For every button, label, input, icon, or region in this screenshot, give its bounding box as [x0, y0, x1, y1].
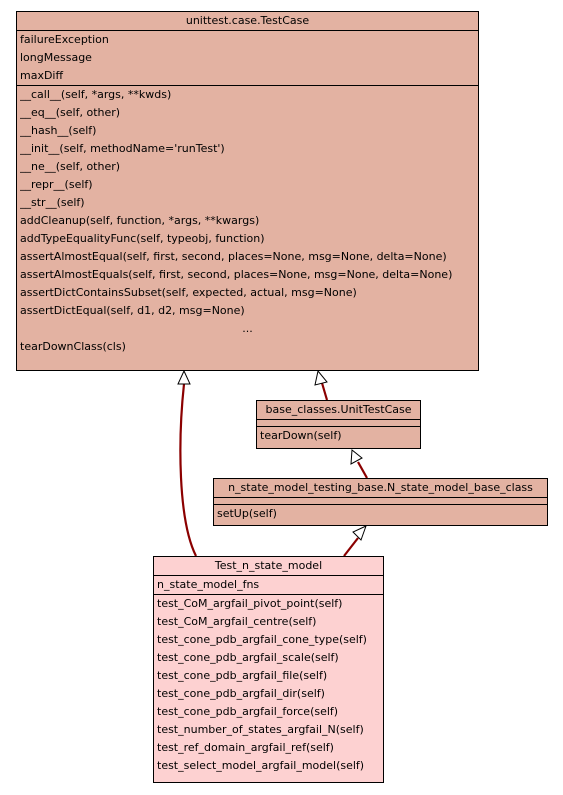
method: test_cone_pdb_argfail_scale(self): [157, 651, 339, 664]
method: addCleanup(self, function, *args, **kwar…: [20, 214, 260, 227]
class-unittestcase-attributes: [257, 420, 420, 427]
method: setUp(self): [217, 507, 277, 520]
method: test_ref_domain_argfail_ref(self): [157, 741, 334, 754]
method: __ne__(self, other): [20, 160, 121, 173]
class-test-n-state-model-methods: test_CoM_argfail_pivot_point(self) test_…: [154, 595, 383, 775]
method: test_cone_pdb_argfail_dir(self): [157, 687, 325, 700]
method: __eq__(self, other): [20, 106, 121, 119]
attribute: failureException: [20, 33, 109, 46]
class-testcase-methods: __call__(self, *args, **kwds) __eq__(sel…: [17, 86, 478, 356]
class-test-n-state-model-attributes: n_state_model_fns: [154, 576, 383, 595]
method: addTypeEqualityFunc(self, typeobj, funct…: [20, 232, 265, 245]
class-nstatebase-title: n_state_model_testing_base.N_state_model…: [214, 479, 547, 498]
class-nstatebase-methods: setUp(self): [214, 505, 547, 523]
class-unittestcase-title: base_classes.UnitTestCase: [257, 401, 420, 420]
method: assertAlmostEquals(self, first, second, …: [20, 268, 453, 281]
edge-nstatebase-to-unittestcase-arrowhead: [350, 449, 363, 465]
method: assertAlmostEqual(self, first, second, p…: [20, 250, 447, 263]
method: __call__(self, *args, **kwds): [20, 88, 172, 101]
class-test-n-state-model-title: Test_n_state_model: [154, 557, 383, 576]
method: test_select_model_argfail_model(self): [157, 759, 365, 772]
edge-test-to-testcase-arrowhead: [177, 369, 191, 385]
method: test_CoM_argfail_centre(self): [157, 615, 317, 628]
method: test_number_of_states_argfail_N(self): [157, 723, 364, 736]
method: test_cone_pdb_argfail_force(self): [157, 705, 339, 718]
class-nstatebase-attributes: [214, 498, 547, 505]
class-testcase-title: unittest.case.TestCase: [17, 12, 478, 31]
method: __repr__(self): [20, 178, 93, 191]
class-testcase-attributes: failureException longMessage maxDiff: [17, 31, 478, 86]
class-testcase[interactable]: unittest.case.TestCase failureException …: [16, 11, 479, 371]
method: test_cone_pdb_argfail_cone_type(self): [157, 633, 367, 646]
method: assertDictEqual(self, d1, d2, msg=None): [20, 304, 245, 317]
attribute: maxDiff: [20, 69, 64, 82]
method: assertDictContainsSubset(self, expected,…: [20, 286, 357, 299]
edge-test-to-nstatebase-arrowhead: [352, 525, 367, 541]
method: test_CoM_argfail_pivot_point(self): [157, 597, 343, 610]
edge-nstatebase-to-unittestcase: [357, 461, 368, 479]
attribute: n_state_model_fns: [157, 578, 260, 591]
edge-test-to-testcase: [179, 383, 197, 557]
attribute: longMessage: [20, 51, 92, 64]
class-test-n-state-model[interactable]: Test_n_state_model n_state_model_fns tes…: [153, 556, 384, 783]
methods-ellipsis: ...: [242, 322, 253, 335]
method: __init__(self, methodName='runTest'): [20, 142, 225, 155]
method: tearDownClass(cls): [20, 340, 126, 353]
class-nstatebase[interactable]: n_state_model_testing_base.N_state_model…: [213, 478, 548, 526]
class-unittestcase-methods: tearDown(self): [257, 427, 420, 445]
method: __hash__(self): [20, 124, 97, 137]
method: __str__(self): [20, 196, 85, 209]
method: tearDown(self): [260, 429, 342, 442]
method: test_cone_pdb_argfail_file(self): [157, 669, 328, 682]
edge-unittestcase-to-testcase: [320, 382, 329, 401]
class-unittestcase[interactable]: base_classes.UnitTestCase tearDown(self): [256, 400, 421, 449]
edge-test-to-nstatebase: [343, 537, 359, 557]
edge-unittestcase-to-testcase-arrowhead: [314, 369, 328, 386]
